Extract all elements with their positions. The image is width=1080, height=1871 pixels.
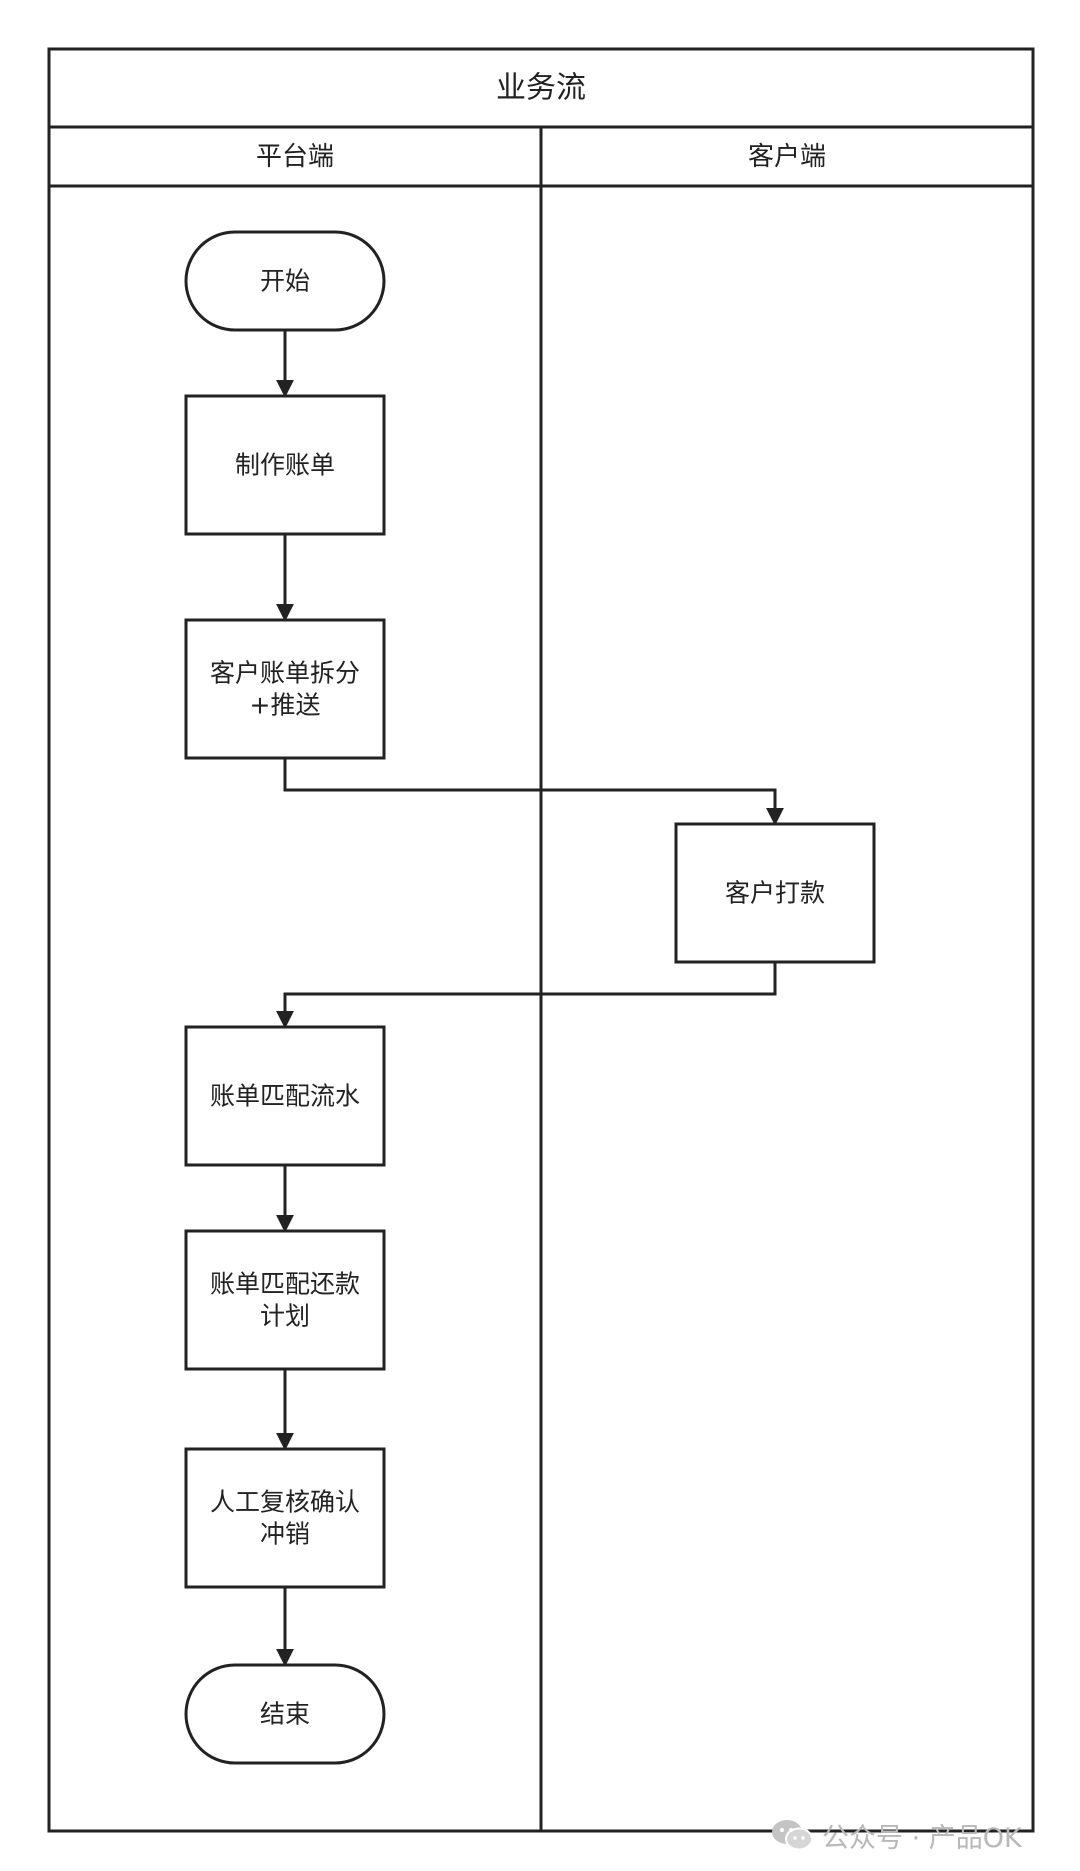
process-box [674,822,876,964]
node-label: 客户打款 [725,879,825,908]
node-label: 人工复核确认 [210,1488,360,1517]
lane-header-client: 客户端 [748,142,826,172]
node-split-push: 客户账单拆分 +推送 [184,618,386,760]
edge-client-pay-to-match-flow [276,962,777,1029]
node-label: 账单匹配流水 [210,1082,360,1111]
node-label: 账单匹配还款 [210,1270,360,1299]
node-start: 开始 [184,230,386,332]
node-label: +推送 [250,691,321,720]
node-label: 制作账单 [235,451,335,480]
node-label: 客户账单拆分 [210,659,360,688]
connectors [276,330,784,1667]
wechat-icon [772,1820,813,1851]
process-box [184,1025,386,1167]
process-box [184,1447,386,1589]
node-make-bill: 制作账单 [184,394,386,536]
node-label: 开始 [260,267,310,296]
node-client-pay: 客户打款 [674,822,876,964]
edge-split-push-to-client-pay [283,758,784,826]
process-box [184,1229,386,1371]
node-end: 结束 [184,1663,386,1765]
node-label: 冲销 [260,1520,310,1549]
lane-header-platform: 平台端 [256,142,334,172]
terminator-shape [184,1663,386,1765]
watermark-text: 公众号 · 产品OK [822,1822,1022,1854]
node-label: 结束 [260,1700,310,1729]
watermark: 公众号 · 产品OK [770,1813,1022,1857]
terminator-shape [184,230,386,332]
node-match-flow: 账单匹配流水 [184,1025,386,1167]
node-label: 计划 [260,1302,310,1331]
process-box [184,394,386,536]
process-box [184,618,386,760]
flow-nodes: 开始制作账单客户账单拆分+推送客户打款账单匹配流水账单匹配还款计划人工复核确认冲… [184,230,876,1765]
diagram-title: 业务流 [496,71,586,106]
